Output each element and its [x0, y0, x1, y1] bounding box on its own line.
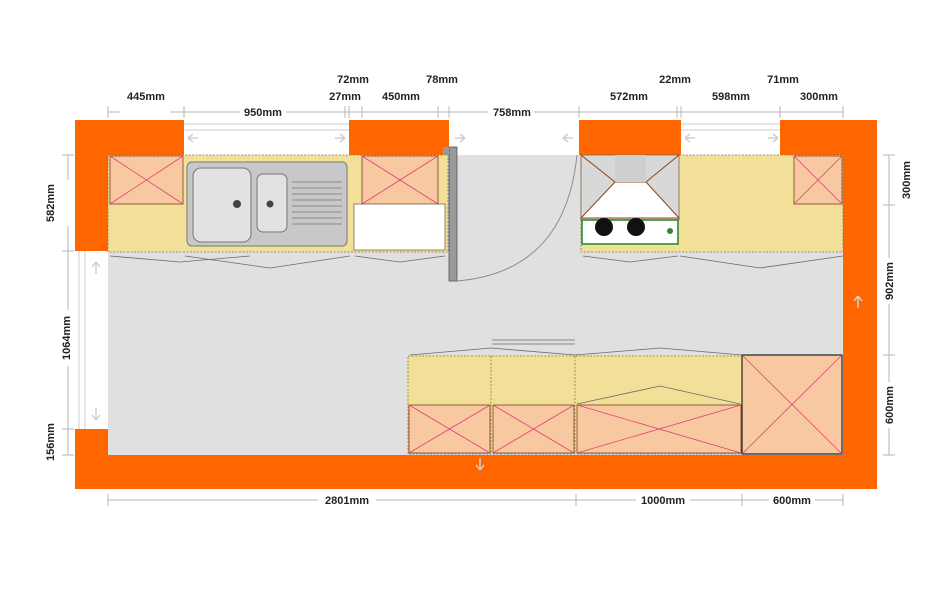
- door-leaf: [448, 146, 458, 282]
- top-window-right: [681, 120, 780, 155]
- dim-445: 445mm: [127, 91, 165, 103]
- dim-950: 950mm: [244, 107, 282, 119]
- dim-300-right: 300mm: [901, 161, 913, 199]
- top-window-sink: [184, 120, 349, 155]
- door-opening: [449, 120, 579, 155]
- opening-arrows: [91, 133, 863, 471]
- dim-27: 27mm: [329, 91, 361, 103]
- window-glazing: [78, 123, 780, 429]
- door-swing-icon: [443, 146, 578, 282]
- dim-2801: 2801mm: [325, 495, 369, 507]
- dim-300-top: 300mm: [800, 91, 838, 103]
- dim-1000: 1000mm: [641, 495, 685, 507]
- dim-582: 582mm: [45, 184, 57, 222]
- dim-22: 22mm: [659, 74, 691, 86]
- dim-450: 450mm: [382, 91, 420, 103]
- dim-78: 78mm: [426, 74, 458, 86]
- dim-1064: 1064mm: [61, 316, 73, 360]
- dim-758: 758mm: [493, 107, 531, 119]
- bottom-run: [407, 339, 843, 455]
- dim-72: 72mm: [337, 74, 369, 86]
- appliance-space: [353, 203, 446, 251]
- dimension-labels: 445mm 950mm 27mm 72mm 450mm 78mm 758mm 5…: [45, 74, 913, 507]
- dim-598: 598mm: [712, 91, 750, 103]
- double-sink-with-drainer-icon: [186, 161, 348, 247]
- dim-71: 71mm: [767, 74, 799, 86]
- left-window: [75, 251, 108, 429]
- dim-902: 902mm: [884, 262, 896, 300]
- hob-with-extractor-hood-icon: [579, 154, 681, 245]
- dim-600-bottom: 600mm: [773, 495, 811, 507]
- dim-572: 572mm: [610, 91, 648, 103]
- dim-600-right: 600mm: [884, 386, 896, 424]
- top-right-run: [579, 154, 844, 269]
- dim-156: 156mm: [45, 423, 57, 461]
